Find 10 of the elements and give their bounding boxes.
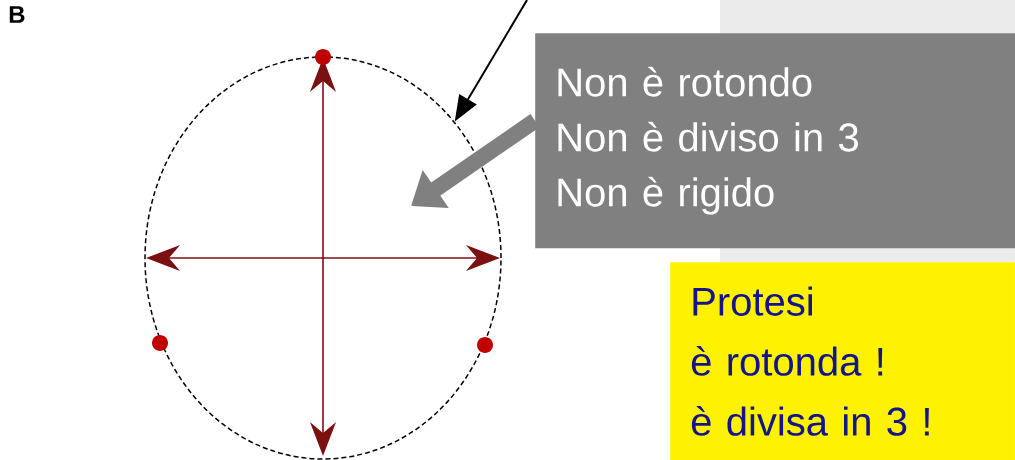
note-box xyxy=(670,262,1015,460)
text-line: Non è diviso in 3 xyxy=(558,121,858,152)
panel-letter: B xyxy=(9,6,25,23)
callout-box xyxy=(535,33,1015,249)
text-line: Protesi xyxy=(693,286,812,316)
text-line: è rotonda ! xyxy=(691,346,883,376)
dashed-ellipse xyxy=(144,56,502,460)
text-line: è divisa in 3 ! xyxy=(691,406,929,436)
text-line: Non è rigido xyxy=(558,176,774,215)
text-line: Non è rotondo xyxy=(558,66,812,97)
